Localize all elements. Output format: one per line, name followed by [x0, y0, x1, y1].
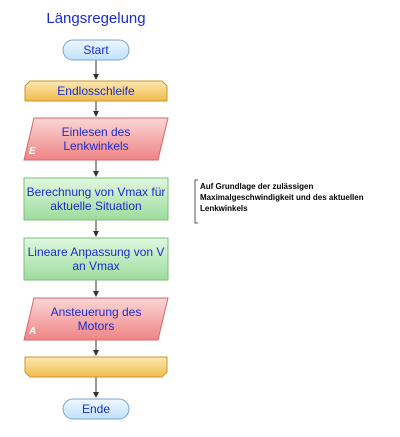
input-marker: E — [29, 146, 36, 157]
start-label: Start — [83, 43, 109, 57]
input-shape — [23, 117, 169, 161]
comment-bracket — [194, 179, 198, 224]
calc-process-shape — [23, 177, 169, 221]
loop-end-label — [25, 357, 167, 377]
loop-start-label: Endlosschleife — [57, 84, 135, 98]
input-label: Einlesen des Lenkwinkels — [61, 125, 131, 153]
start-terminal — [62, 39, 130, 61]
loop-end-shape — [24, 356, 168, 378]
adjust-label: Lineare Anpassung von V an Vmax — [27, 245, 165, 273]
calc-label: Berechnung von Vmax für aktuelle Situati… — [26, 185, 166, 213]
output-marker: A — [29, 326, 37, 337]
output-shape — [23, 297, 169, 341]
diagram-title: Längsregelung — [46, 10, 146, 27]
adjust-process-shape — [23, 237, 169, 281]
end-terminal — [62, 398, 130, 420]
comment-note: Auf Grundlage der zulässigen Maximalgesc… — [200, 182, 364, 213]
output-label: Ansteuerung des Motors — [50, 305, 142, 333]
end-label: Ende — [81, 402, 111, 416]
loop-start-shape — [24, 80, 168, 102]
